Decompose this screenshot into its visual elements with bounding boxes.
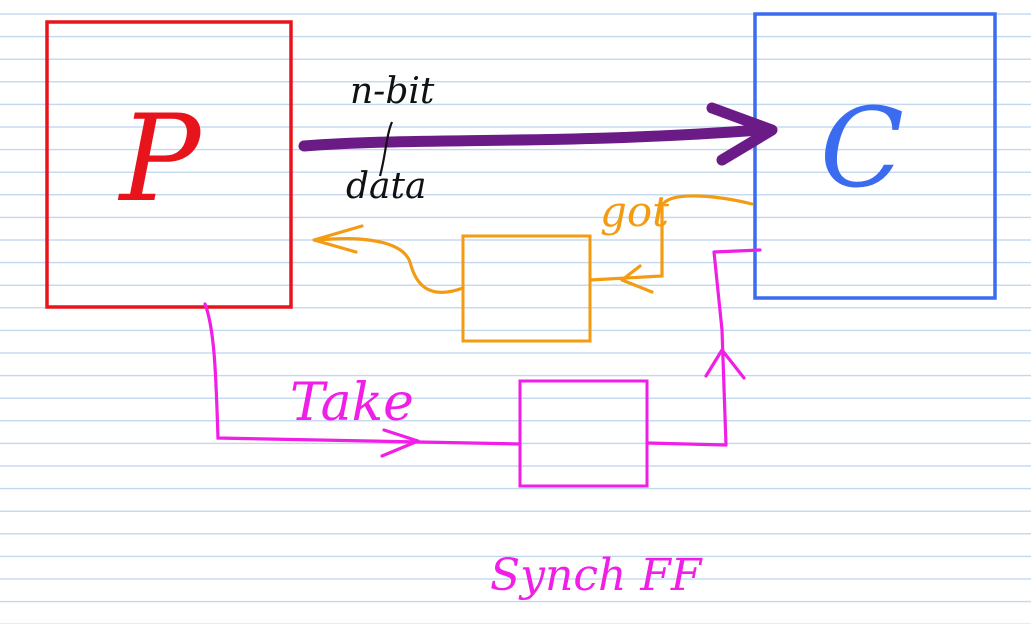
- req-output-arrowhead: [704, 348, 746, 380]
- ack-signal-label: got: [600, 187, 669, 236]
- ack-input-wire: [588, 194, 754, 282]
- req-input-wire: [203, 302, 522, 446]
- data-label-bottom: data: [346, 166, 426, 207]
- producer-block: P: [45, 20, 293, 309]
- data-label-top: n-bit: [350, 71, 435, 112]
- consumer-label: C: [820, 84, 904, 212]
- data-label-tie: [378, 121, 394, 177]
- consumer-box: [753, 12, 997, 300]
- req-output-wire: [645, 248, 762, 447]
- producer-label: P: [118, 90, 203, 229]
- req-sync-ff-box: [518, 379, 649, 488]
- data-bus: n-bit data: [298, 71, 778, 207]
- consumer-block: C: [753, 12, 997, 300]
- ack-output-arrowhead: [312, 224, 364, 254]
- req-input-arrowhead: [380, 428, 420, 458]
- ack-path: got: [312, 187, 754, 343]
- data-bus-line: [298, 124, 766, 152]
- ack-input-arrowhead: [620, 264, 654, 294]
- sync-ff-label: Synch FF: [490, 550, 703, 601]
- data-bus-arrowhead: [706, 102, 778, 166]
- req-path: Take Synch FF: [203, 248, 762, 601]
- req-signal-label: Take: [290, 373, 414, 433]
- ack-output-wire: [316, 237, 465, 294]
- producer-box: [45, 20, 293, 309]
